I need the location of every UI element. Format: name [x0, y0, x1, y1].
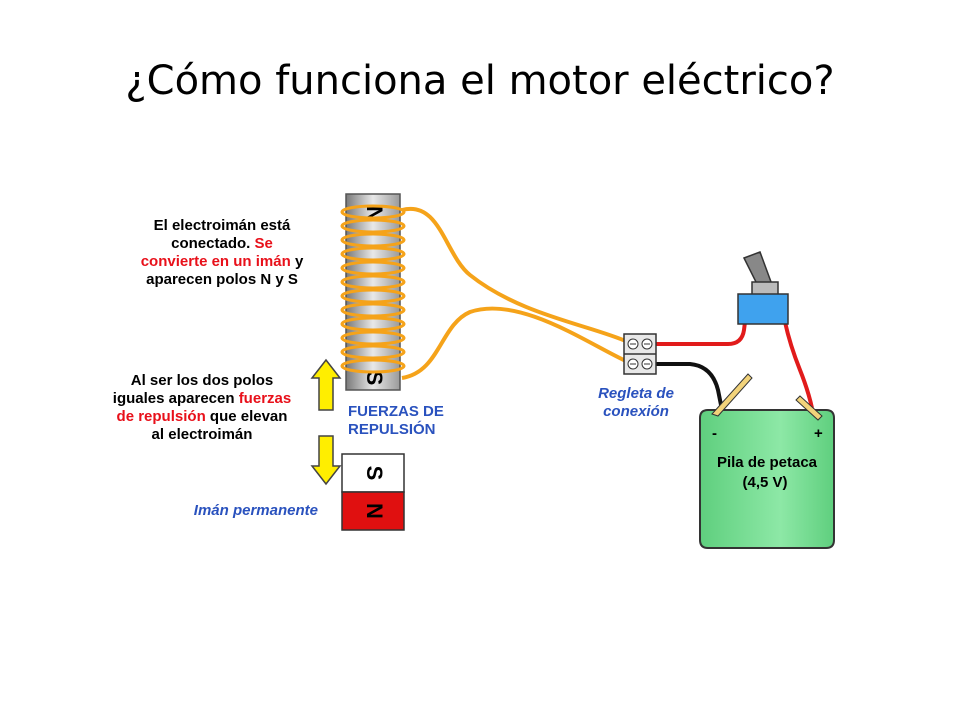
repulsion-label-line1: FUERZAS DE [348, 403, 444, 420]
svg-text:Al ser los dos polos: Al ser los dos polos [131, 372, 274, 389]
wire-red [652, 321, 814, 409]
slide-title: ¿Cómo funciona el motor eléctrico? [125, 58, 835, 104]
coil-wire-top [401, 206, 629, 344]
svg-text:al electroimán: al electroimán [152, 426, 253, 443]
battery-voltage: (4,5 V) [742, 474, 787, 491]
svg-text:iguales aparecen fuerzas: iguales aparecen fuerzas [113, 390, 291, 407]
svg-text:de repulsión que elevan: de repulsión que elevan [117, 408, 288, 425]
terminal-block [623, 333, 657, 375]
permanent-magnet: S N [341, 453, 405, 531]
battery-minus: - [712, 425, 717, 442]
battery-label: Pila de petaca [717, 454, 818, 471]
svg-text:convierte en un imán y: convierte en un imán y [141, 253, 304, 270]
battery-plus: + [814, 425, 823, 442]
magnet-pole-top: S [362, 466, 387, 481]
battery: - + Pila de petaca (4,5 V) [699, 373, 835, 549]
repulsion-label-line2: REPULSIÓN [348, 420, 436, 438]
electromagnet-pole-bottom: S [362, 371, 387, 386]
repulsion-arrows [310, 358, 342, 486]
arrow-up-icon [310, 358, 342, 411]
svg-text:El electroimán está: El electroimán está [154, 217, 291, 234]
coil-wire-bottom [401, 306, 629, 380]
toggle-switch [737, 251, 789, 325]
svg-text:aparecen polos N y S: aparecen polos N y S [146, 271, 298, 288]
wire-black [652, 362, 724, 411]
electromagnet: N S [340, 193, 406, 391]
magnet-pole-bottom: N [362, 503, 387, 519]
terminal-label-line1: Regleta de [598, 385, 674, 402]
terminal-label-line2: conexión [603, 403, 669, 420]
electromagnet-description: El electroimán está conectado. Se convie… [141, 217, 304, 288]
arrow-down-icon [310, 435, 342, 486]
permanent-magnet-label: Imán permanente [194, 502, 318, 519]
svg-text:conectado. Se: conectado. Se [171, 235, 273, 252]
repulsion-description: Al ser los dos polos iguales aparecen fu… [113, 372, 291, 443]
